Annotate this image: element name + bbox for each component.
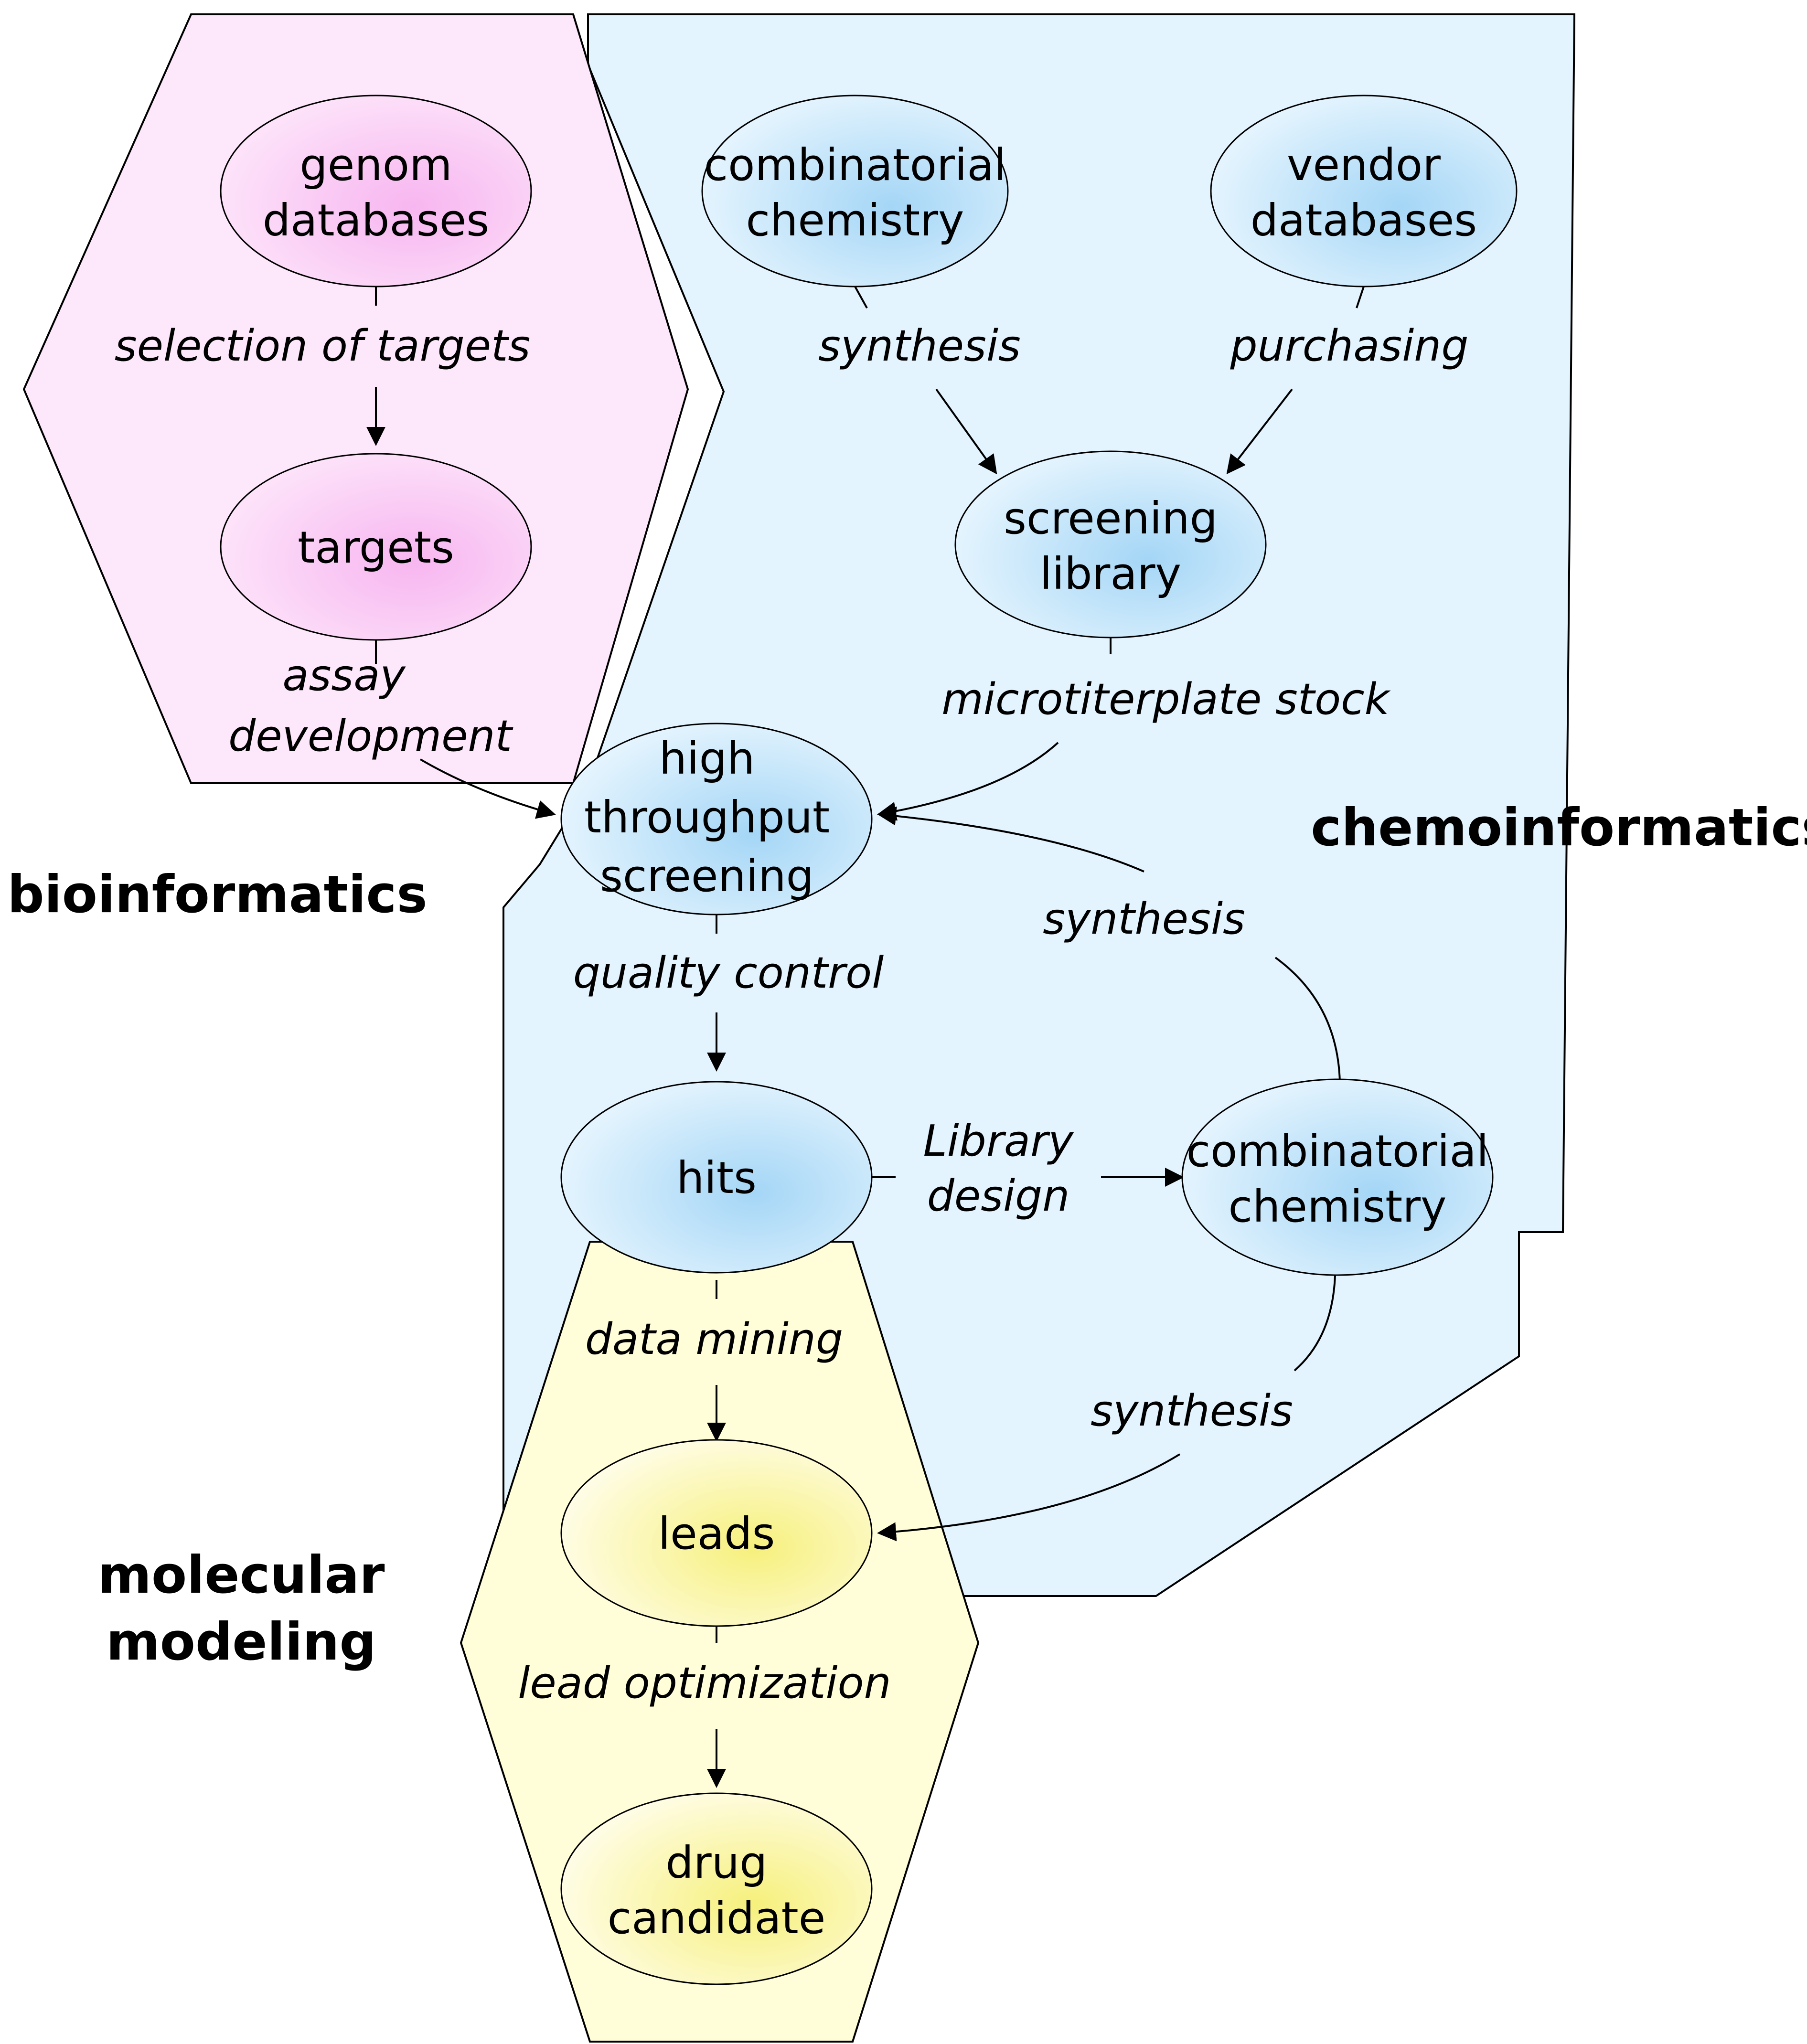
edge-synthesis-to-library [935, 388, 997, 475]
node-drug-candidate-line2: candidate [608, 1893, 826, 1944]
node-hts-line1: high [659, 733, 755, 784]
region-label-molecular-modeling-line1: molecular [97, 1545, 385, 1605]
edge-assay-to-hts [419, 758, 556, 819]
edge-label-quality-control: quality control [573, 948, 884, 998]
edge-purchasing-to-library [1226, 388, 1293, 475]
node-hits-line1: hits [676, 1152, 757, 1203]
edge-label-assay-development-line1: assay [282, 650, 406, 701]
node-vendor-databases[interactable]: vendor databases [1210, 95, 1518, 287]
region-label-bioinformatics: bioinformatics [7, 865, 427, 925]
node-screening-library[interactable]: screening library [954, 450, 1267, 639]
edge-label-selection-of-targets: selection of targets [115, 321, 531, 371]
edge-label-assay-development-line2: development [228, 711, 513, 761]
node-combinatorial-chemistry-right[interactable]: combinatorial chemistry [1181, 1078, 1494, 1276]
edge-combi-right-to-synthesis [1274, 957, 1341, 1082]
edge-synthesis-right-to-hts [877, 806, 1144, 873]
edge-synthesis-bottom-to-leads [877, 1453, 1181, 1542]
node-genom-databases-line2: databases [263, 195, 489, 246]
node-combinatorial-chemistry-right-line2: chemistry [1229, 1181, 1447, 1232]
node-drug-candidate[interactable]: drug candidate [560, 1792, 873, 1985]
node-drug-candidate-line1: drug [666, 1837, 768, 1888]
node-screening-library-line2: library [1040, 548, 1181, 599]
edge-combi-right-down [1294, 1275, 1336, 1372]
node-vendor-databases-line2: databases [1251, 195, 1477, 246]
edge-label-lead-optimization: lead optimization [518, 1658, 891, 1708]
region-label-chemoinformatics: chemoinformatics [1311, 798, 1807, 858]
region-label-molecular-modeling-line2: modeling [106, 1612, 376, 1672]
node-targets-line1: targets [298, 522, 454, 573]
edge-microtiter-to-hts [877, 742, 1059, 821]
edge-label-library-design-line2: design [927, 1171, 1070, 1221]
node-leads[interactable]: leads [560, 1439, 873, 1627]
node-screening-library-line1: screening [1004, 493, 1218, 544]
node-hts-line3: screening [600, 851, 814, 902]
node-combinatorial-chemistry-top-line1: combinatorial [704, 139, 1006, 191]
edge-label-library-design-line1: Library [923, 1116, 1074, 1166]
edge-label-synthesis-bottom: synthesis [1091, 1386, 1293, 1436]
node-hts-line2: throughput [584, 792, 830, 843]
node-vendor-databases-line1: vendor [1287, 139, 1441, 191]
node-genom-databases[interactable]: genom databases [220, 95, 532, 287]
node-hits[interactable]: hits [560, 1081, 873, 1274]
edge-label-purchasing: purchasing [1230, 321, 1469, 371]
edge-label-synthesis-right: synthesis [1043, 894, 1245, 944]
edge-label-data-mining: data mining [585, 1314, 843, 1364]
node-genom-databases-line1: genom [299, 139, 452, 191]
node-combinatorial-chemistry-top[interactable]: combinatorial chemistry [701, 95, 1009, 287]
node-leads-line1: leads [658, 1508, 775, 1559]
edge-vendor-stub [1356, 286, 1365, 309]
node-combinatorial-chemistry-top-line2: chemistry [746, 195, 964, 246]
edge-label-microtiterplate-stock: microtiterplate stock [941, 674, 1391, 724]
node-high-throughput-screening[interactable]: high throughput screening [560, 723, 873, 916]
edge-combi-top-stub [854, 286, 868, 309]
node-targets[interactable]: targets [220, 453, 532, 641]
edge-label-synthesis-top: synthesis [818, 321, 1021, 371]
node-combinatorial-chemistry-right-line1: combinatorial [1187, 1126, 1489, 1177]
